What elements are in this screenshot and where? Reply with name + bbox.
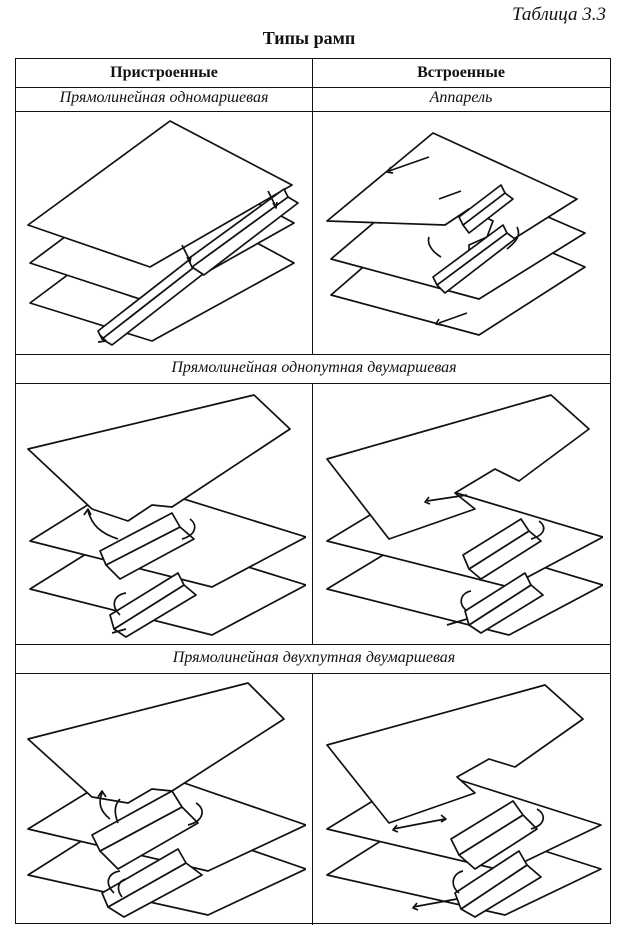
row-divider bbox=[16, 644, 610, 645]
ramp-attached-two-flight-one-lane-icon bbox=[22, 389, 306, 639]
row-divider bbox=[16, 383, 610, 384]
ramp-attached-straight-single-icon bbox=[22, 117, 306, 349]
table-title: Типы рамп bbox=[262, 28, 356, 48]
row2-label: Прямолинейная однопутная двумаршевая bbox=[171, 359, 457, 376]
table-number: Таблица 3.3 bbox=[512, 4, 606, 25]
row-divider bbox=[16, 87, 610, 88]
column-header-built-in: Встроенные bbox=[417, 64, 505, 81]
column-divider bbox=[312, 383, 313, 644]
ramp-types-table: Пристроенные Встроенные Прямолинейная од… bbox=[15, 58, 611, 925]
column-divider bbox=[312, 59, 313, 354]
row-divider bbox=[16, 354, 610, 355]
column-header-attached: Пристроенные bbox=[110, 64, 218, 81]
row-divider bbox=[16, 111, 610, 112]
row1-left-label: Прямолинейная одномаршевая bbox=[59, 89, 269, 106]
row3-label: Прямолинейная двухпутная двумаршевая bbox=[172, 649, 456, 666]
row1-right-label: Аппарель bbox=[429, 89, 493, 106]
ramp-built-in-two-flight-one-lane-icon bbox=[319, 389, 603, 639]
ramp-attached-two-flight-two-lane-icon bbox=[22, 679, 306, 919]
row-divider bbox=[16, 673, 610, 674]
column-divider bbox=[312, 673, 313, 925]
ramp-built-in-two-flight-two-lane-icon bbox=[319, 679, 603, 919]
ramp-built-in-apparel-icon bbox=[319, 117, 603, 349]
